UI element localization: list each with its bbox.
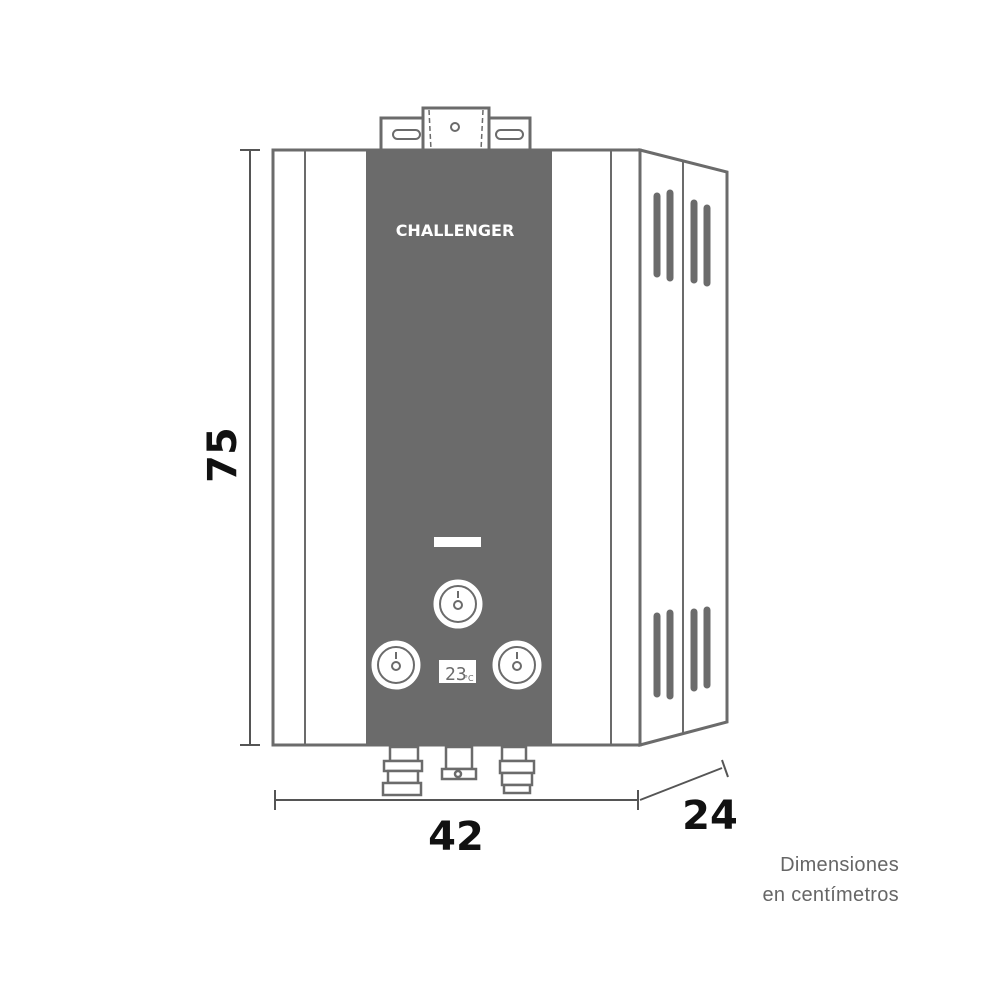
units-note-line2: en centímetros (762, 884, 899, 906)
units-note: Dimensiones en centímetros (763, 850, 900, 910)
flame-window (434, 537, 481, 547)
depth-dimension: 24 (682, 793, 738, 839)
knob-right (492, 640, 542, 690)
display-temperature: 23 (445, 664, 467, 685)
vent-slots (653, 189, 711, 700)
knob-top (433, 579, 483, 629)
temperature-display (439, 660, 476, 683)
mounting-bracket (379, 106, 532, 154)
front-panel (271, 148, 642, 747)
knob-left (371, 640, 421, 690)
height-dimension: 75 (200, 427, 246, 483)
brand-logo: CHALLENGER (396, 221, 515, 240)
bottom-connectors (381, 745, 536, 797)
width-dimension: 42 (428, 814, 484, 860)
display-unit: °C (464, 674, 474, 683)
dimension-lines (240, 149, 729, 810)
units-note-line1: Dimensiones (780, 854, 899, 876)
